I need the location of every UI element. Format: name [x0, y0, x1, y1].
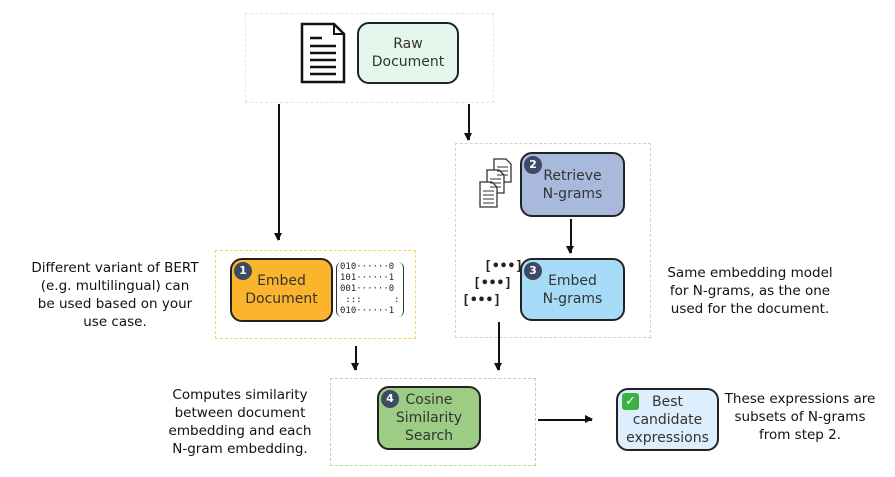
best-candidates-node: ✓ Best candidate expressions [616, 388, 719, 451]
embed-document-group [215, 250, 416, 339]
note-similarity: Computes similarity between document emb… [168, 387, 312, 457]
step-badge: 2 [524, 156, 542, 174]
raw-document-node: Raw Document [357, 22, 459, 84]
step-badge: 4 [381, 390, 399, 408]
ngram-group [455, 143, 651, 338]
arrow-embed-ngrams-to-cosine [495, 322, 501, 371]
ngram-icon: [•••] [462, 293, 502, 308]
document-icon [300, 22, 346, 84]
ngram-vectors-icon: [•••] [•••] [•••] [462, 258, 524, 320]
retrieve-ngrams-label: Retrieve N-grams [542, 167, 603, 202]
arrow-retrieve-to-embed-ngrams [567, 219, 573, 254]
embed-ngrams-label: Embed N-grams [542, 272, 603, 307]
embed-ngrams-node: 3 Embed N-grams [520, 258, 625, 321]
arrow-raw-to-retrieve [465, 104, 471, 141]
step-badge: 1 [234, 262, 252, 280]
arrow-raw-to-embed-document [275, 104, 281, 241]
ngram-icon: [•••] [484, 259, 524, 274]
arrow-embed-document-to-cosine [352, 346, 358, 371]
best-candidates-label: Best candidate expressions [626, 393, 709, 446]
cosine-similarity-label: Cosine Similarity Search [395, 392, 463, 444]
retrieve-ngrams-node: 2 Retrieve N-grams [520, 152, 625, 217]
embedding-matrix-icon: 010······0 101······1 001······0 ::: : 0… [336, 262, 404, 317]
embed-document-label: Embed Document [245, 273, 318, 307]
note-bert-variants: Different variant of BERT (e.g. multilin… [31, 260, 199, 330]
step-badge: 3 [524, 262, 542, 280]
note-subsets: These expressions are subsets of N-grams… [724, 391, 876, 443]
ngram-icon: [•••] [473, 276, 513, 291]
embed-document-node: 1 Embed Document [230, 258, 333, 322]
documents-stack-icon [479, 158, 512, 208]
note-same-model: Same embedding model for N-grams, as the… [667, 265, 833, 317]
check-icon: ✓ [622, 393, 639, 410]
raw-document-group [245, 13, 494, 103]
arrow-cosine-to-best [538, 416, 593, 422]
cosine-similarity-node: 4 Cosine Similarity Search [377, 386, 481, 450]
cosine-group [330, 378, 536, 466]
